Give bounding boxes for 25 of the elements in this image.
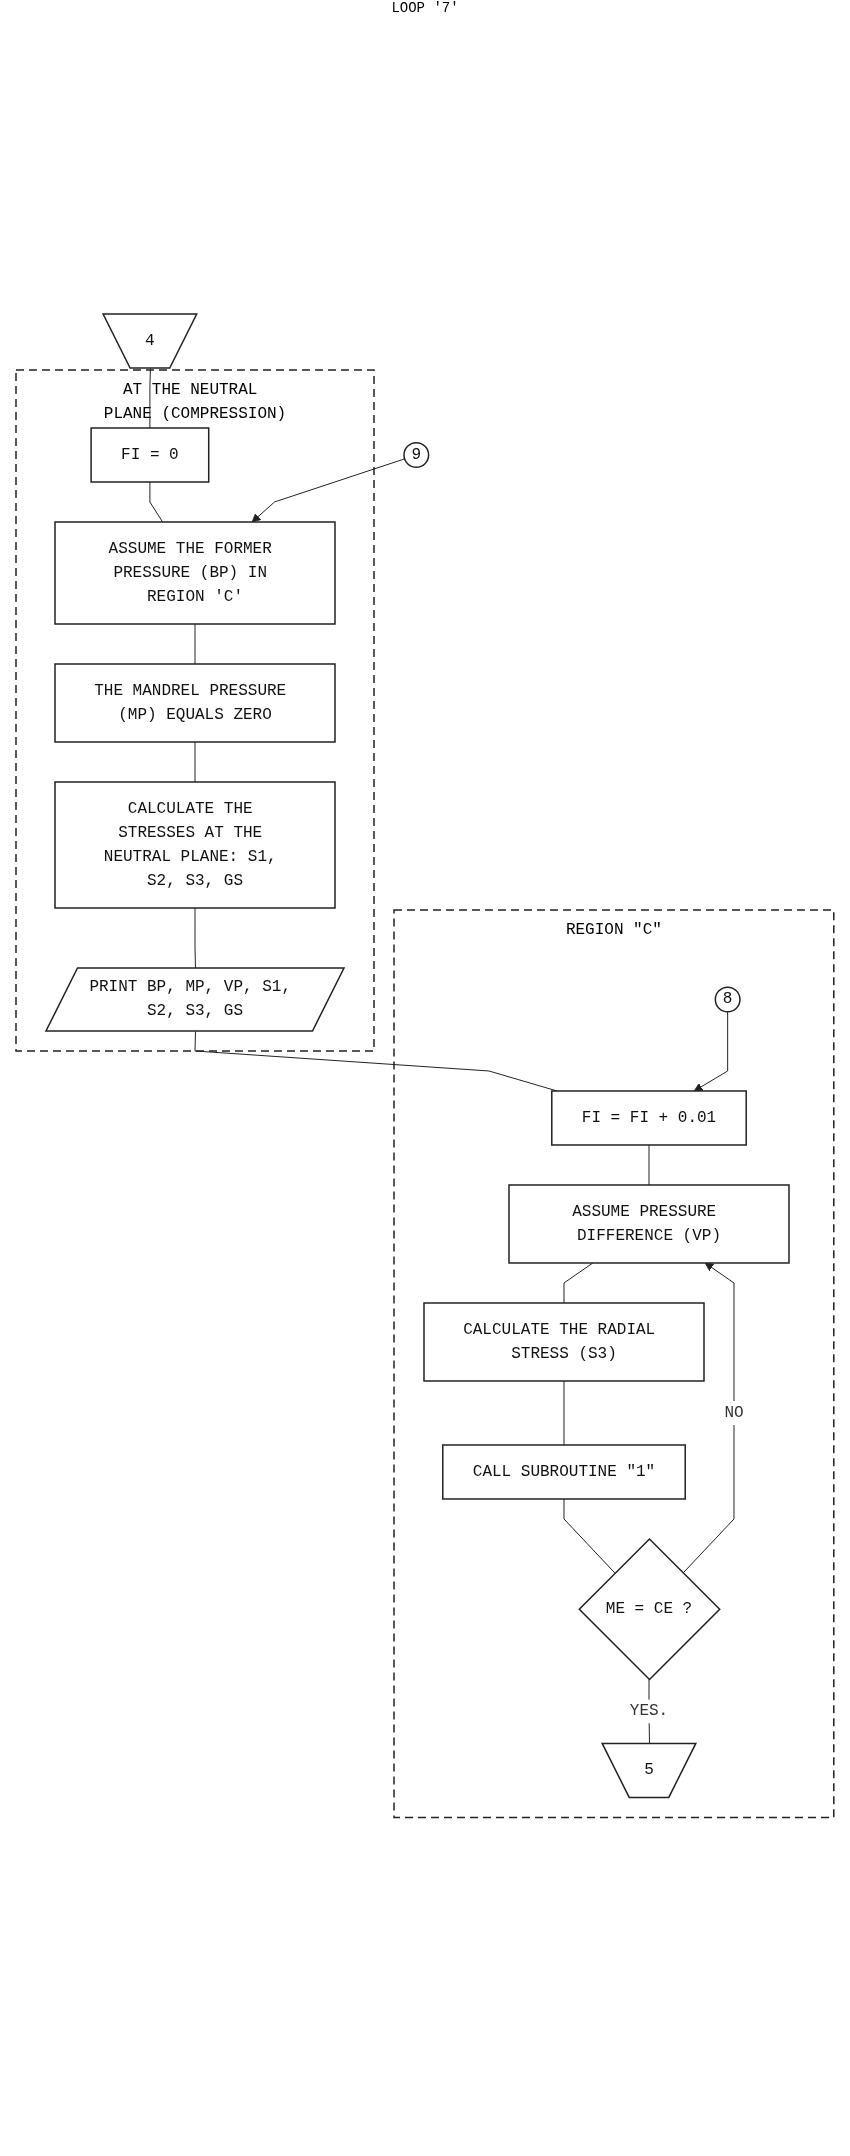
connector xyxy=(563,1498,616,1574)
connector xyxy=(149,368,151,429)
node-box: ASSUME THE FORMER PRESSURE (BP) IN REGION 'C' xyxy=(54,521,336,626)
connector xyxy=(149,481,164,523)
node-circle: 8 xyxy=(714,986,741,1013)
connector xyxy=(194,623,196,665)
edge-label: NO xyxy=(724,1404,744,1423)
node-circle: 9 xyxy=(403,442,430,469)
node-box: ASSUME PRESSURE DIFFERENCE (VP) xyxy=(508,1184,790,1265)
connector xyxy=(194,741,196,783)
node-diamond: ME = CE ? xyxy=(578,1538,721,1681)
loop-label: LOOP '7' xyxy=(390,0,460,16)
connector xyxy=(648,1144,650,1186)
node-box: CALCULATE THE RADIAL STRESS (S3) xyxy=(423,1302,705,1383)
node-box: THE MANDREL PRESSURE (MP) EQUALS ZERO xyxy=(54,663,336,744)
arrow xyxy=(682,1262,735,1574)
node-box: FI = FI + 0.01 xyxy=(551,1090,748,1147)
connector xyxy=(563,1380,565,1446)
connector xyxy=(563,1262,594,1304)
node-box: FI = 0 xyxy=(90,427,210,484)
arrow xyxy=(693,1011,729,1092)
edge-label: YES. xyxy=(629,1702,669,1721)
node-box: CALL SUBROUTINE "1" xyxy=(442,1444,687,1501)
arrow xyxy=(251,458,406,523)
node-box: CALCULATE THE STRESSES AT THE NEUTRAL PLANE: S1, S2, S3, GS xyxy=(54,781,336,910)
